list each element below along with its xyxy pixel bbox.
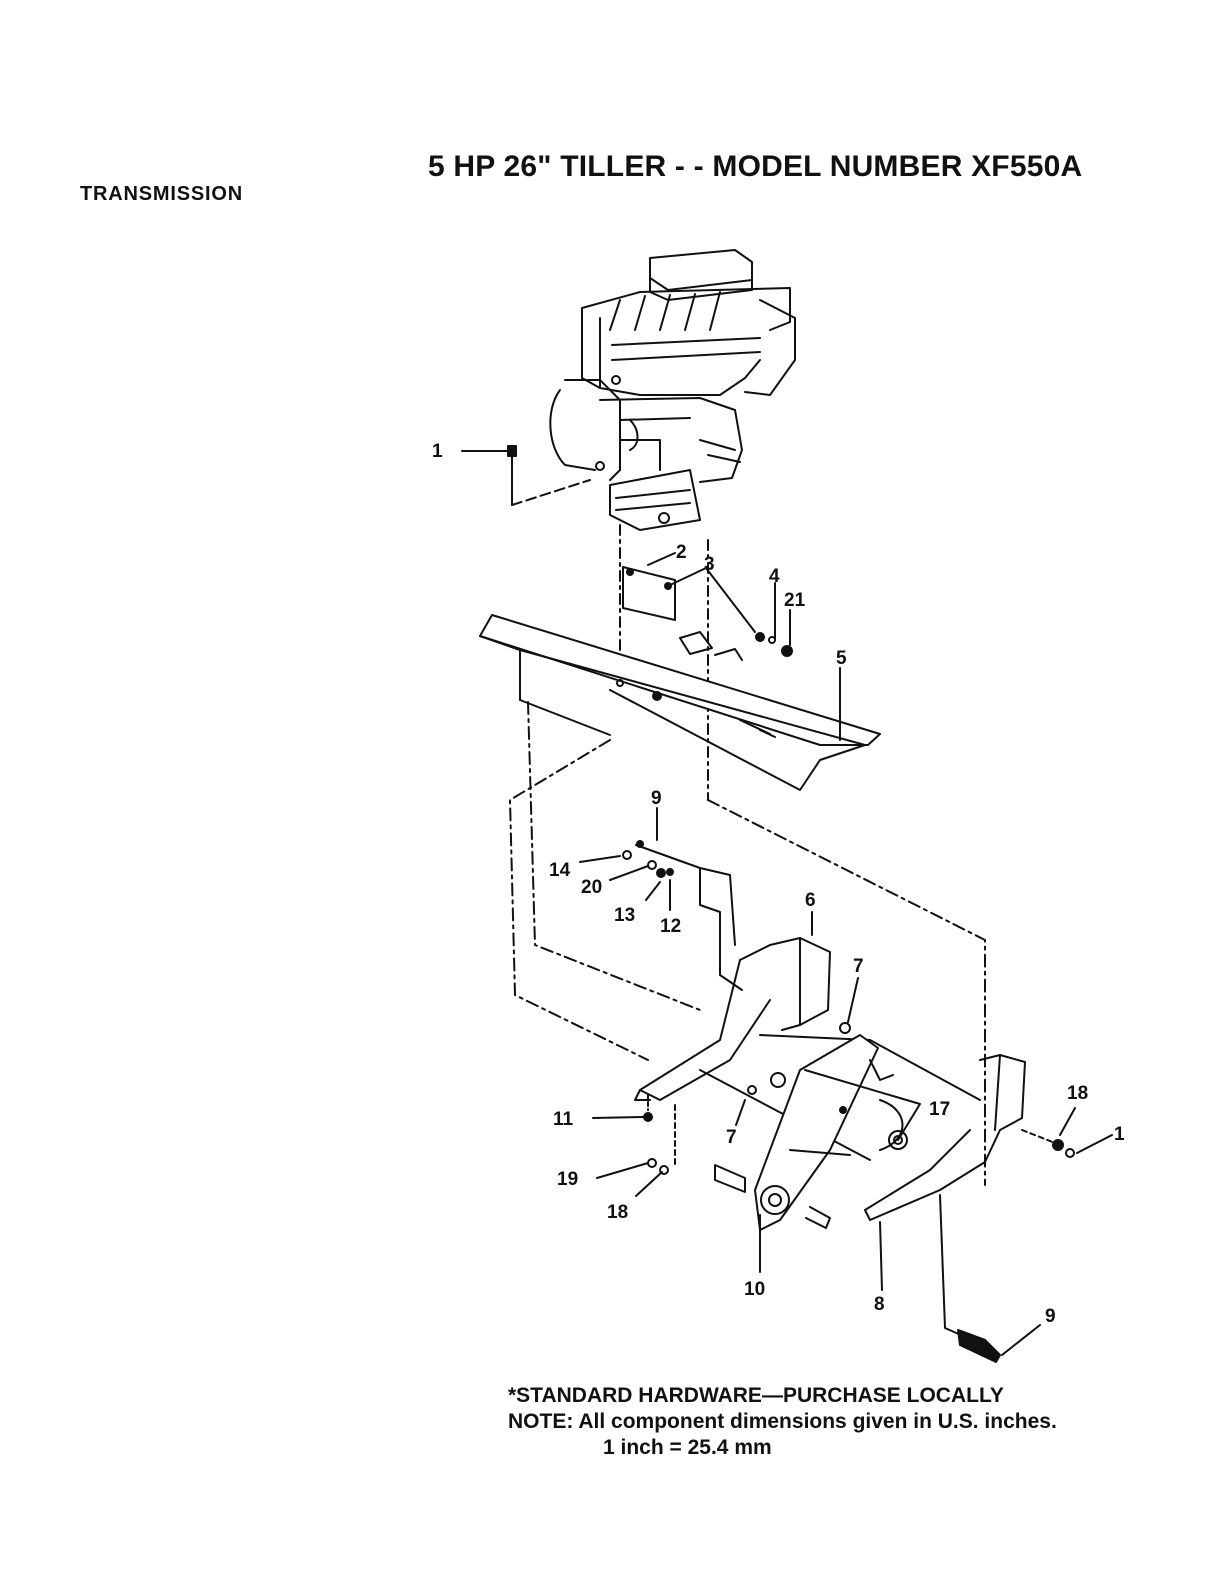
callout-19: 19 [557,1169,578,1190]
callout-13: 13 [614,905,635,926]
conversion-note: 1 inch = 25.4 mm [508,1435,1057,1461]
callout-7-upper: 7 [853,956,864,977]
callout-1-right: 1 [1114,1124,1125,1145]
callout-21: 21 [784,590,806,611]
standard-hardware-note: *STANDARD HARDWARE—PURCHASE LOCALLY [508,1383,1057,1409]
callout-10: 10 [744,1279,765,1300]
callout-18-right: 18 [1067,1083,1088,1104]
callout-18-left: 18 [607,1202,628,1223]
callout-3: 3 [704,554,715,575]
callout-6: 6 [805,890,816,911]
callout-5: 5 [836,648,847,669]
callout-4: 4 [769,566,780,587]
callout-8: 8 [874,1294,885,1315]
dimension-note: NOTE: All component dimensions given in … [508,1409,1057,1435]
callout-2: 2 [676,542,687,563]
callout-9-lower: 9 [1045,1306,1056,1327]
callout-9-upper: 9 [651,788,662,809]
callout-7-lower: 7 [726,1127,737,1148]
callout-17: 17 [929,1099,950,1120]
callout-14: 14 [549,860,571,881]
notes-block: *STANDARD HARDWARE—PURCHASE LOCALLY NOTE… [508,1383,1057,1461]
callout-11: 11 [553,1109,574,1130]
callout-20: 20 [581,877,602,898]
callout-1-engine-bolt: 1 [432,441,443,462]
tine-shield-drawing [480,615,880,790]
engine-drawing [550,250,795,530]
callout-12: 12 [660,916,681,937]
transmission-drawing [635,938,1025,1230]
